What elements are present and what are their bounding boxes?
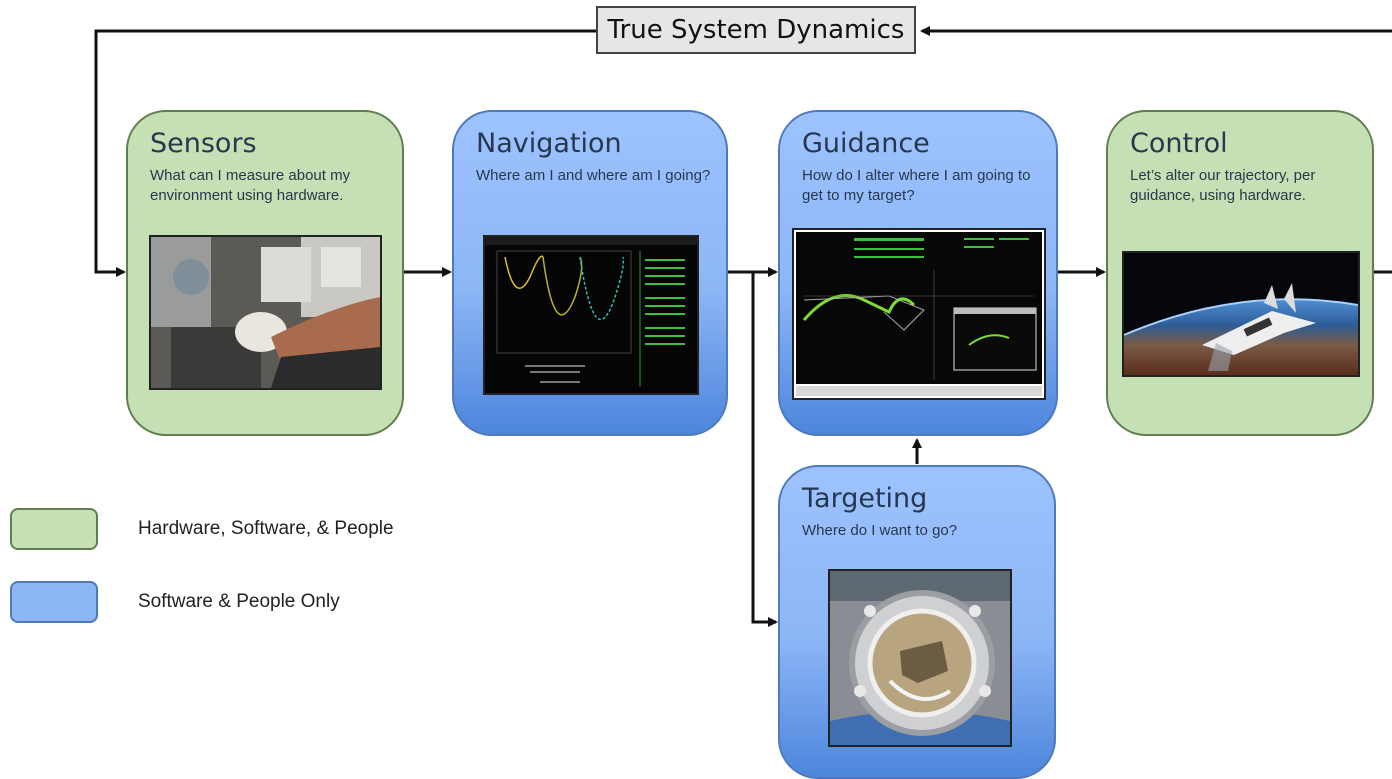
guidance-box: Guidance How do I alter where I am going… bbox=[778, 110, 1058, 436]
sensors-box: Sensors What can I measure about my envi… bbox=[126, 110, 404, 436]
control-title: Control bbox=[1130, 128, 1228, 159]
control-box: Control Let’s alter our trajectory, per … bbox=[1106, 110, 1374, 436]
guidance-software-screen bbox=[792, 228, 1046, 400]
legend-label-software: Software & People Only bbox=[138, 591, 340, 612]
astronaut-with-hardware-photo bbox=[149, 235, 382, 390]
control-text: Let’s alter our trajectory, per guidance… bbox=[1130, 167, 1316, 204]
sensors-title: Sensors bbox=[150, 128, 257, 159]
trajectory-plot-screen bbox=[483, 235, 699, 395]
navigation-text: Where am I and where am I going? bbox=[476, 167, 711, 184]
navigation-box: Navigation Where am I and where am I goi… bbox=[452, 110, 728, 436]
navigation-title: Navigation bbox=[476, 128, 622, 159]
diagram-title: True System Dynamics bbox=[607, 15, 905, 45]
true-system-dynamics-box: True System Dynamics bbox=[596, 6, 916, 54]
guidance-text: How do I alter where I am going to get t… bbox=[802, 167, 1031, 204]
space-shuttle-orbit-photo bbox=[1122, 251, 1360, 377]
feedback-arrow-left bbox=[94, 29, 596, 277]
sensors-text: What can I measure about my environment … bbox=[150, 167, 351, 204]
legend-swatch-hardware bbox=[10, 508, 98, 550]
targeting-title: Targeting bbox=[802, 483, 928, 514]
targeting-text: Where do I want to go? bbox=[802, 522, 958, 539]
legend-swatch-software bbox=[10, 581, 98, 623]
legend-label-hardware: Hardware, Software, & People bbox=[138, 518, 394, 539]
targeting-box: Targeting Where do I want to go? bbox=[778, 465, 1056, 779]
docking-port-photo bbox=[828, 569, 1012, 747]
guidance-title: Guidance bbox=[802, 128, 930, 159]
arrow-navigation-targeting bbox=[751, 272, 778, 627]
